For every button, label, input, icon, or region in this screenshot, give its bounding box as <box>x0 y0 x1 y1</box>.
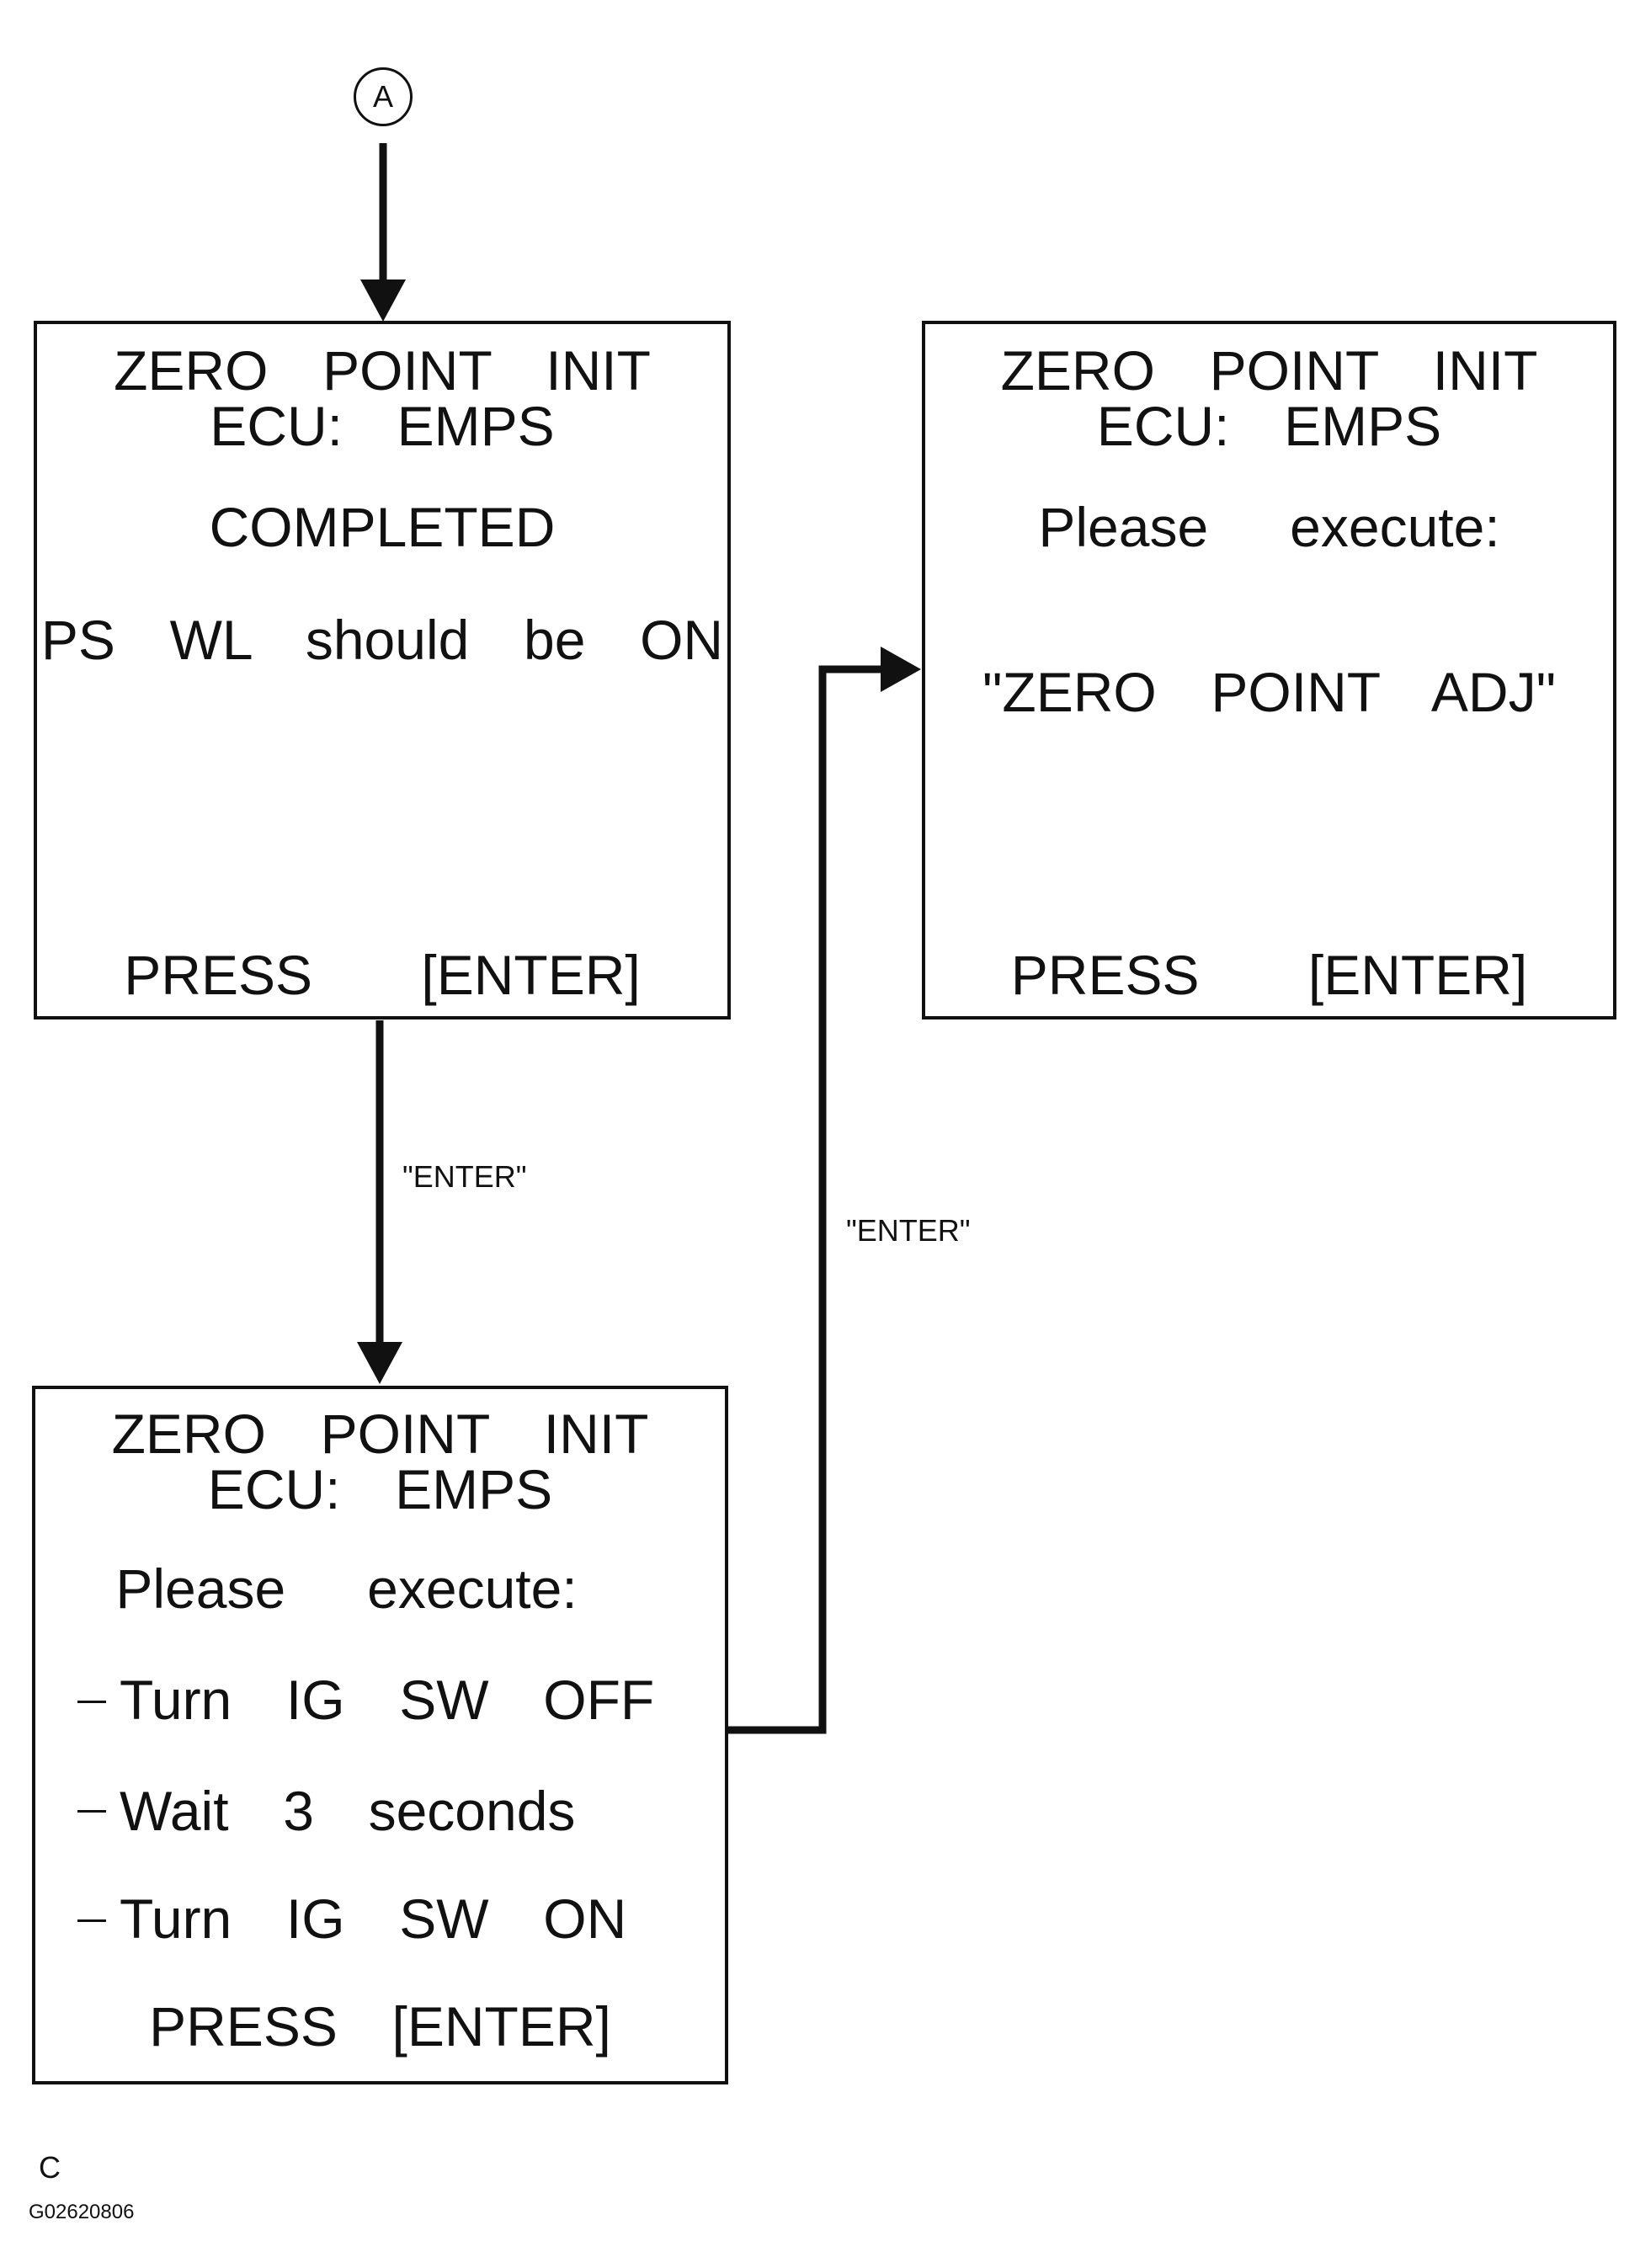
screen-completed: ZERO POINT INIT ECU: EMPS COMPLETED PS W… <box>34 321 731 1020</box>
figure-code: G02620806 <box>29 2201 135 2223</box>
screen-completed-status: COMPLETED <box>209 496 556 558</box>
arrow-steps-to-adj <box>725 665 884 1734</box>
step-1-dash <box>77 1701 106 1703</box>
step-2-text: Wait 3 seconds <box>120 1780 576 1842</box>
screen-completed-title: ZERO POINT INIT <box>114 339 651 402</box>
page-letter: C <box>39 2150 61 2185</box>
screen-steps-instruction: Please execute: <box>115 1557 578 1620</box>
transition-label-steps-to-adj: "ENTER" <box>846 1213 971 1248</box>
screen-zero-point-adj: ZERO POINT INIT ECU: EMPS Please execute… <box>922 321 1616 1020</box>
screen-adj-command: "ZERO POINT ADJ" <box>982 661 1557 723</box>
screen-completed-ecu: ECU: EMPS <box>210 395 555 457</box>
screen-execute-steps: ZERO POINT INIT ECU: EMPS Please execute… <box>32 1386 728 2084</box>
screen-completed-prompt: PRESS [ENTER] <box>124 944 641 1006</box>
screen-steps-title: ZERO POINT INIT <box>111 1403 649 1465</box>
screen-adj-instruction: Please execute: <box>1038 496 1500 558</box>
step-2-dash <box>77 1810 106 1813</box>
connector-marker-circle: A <box>354 67 413 126</box>
arrowhead-a-to-completed <box>360 280 406 322</box>
screen-adj-prompt: PRESS [ENTER] <box>1010 944 1528 1006</box>
step-3-dash <box>77 1919 106 1922</box>
arrowhead-steps-to-adj <box>881 647 921 692</box>
step-1-text: Turn IG SW OFF <box>120 1669 655 1731</box>
screen-completed-message: PS WL should be ON <box>40 609 724 671</box>
connector-marker-label: A <box>372 79 393 114</box>
screen-adj-title: ZERO POINT INIT <box>1000 339 1538 402</box>
step-3-text: Turn IG SW ON <box>120 1887 627 1950</box>
screen-steps-prompt: PRESS [ENTER] <box>149 1995 611 2058</box>
arrowhead-completed-to-steps <box>357 1342 402 1384</box>
screen-adj-ecu: ECU: EMPS <box>1096 395 1442 457</box>
transition-label-completed-to-steps: "ENTER" <box>402 1159 527 1194</box>
screen-steps-ecu: ECU: EMPS <box>207 1458 553 1520</box>
